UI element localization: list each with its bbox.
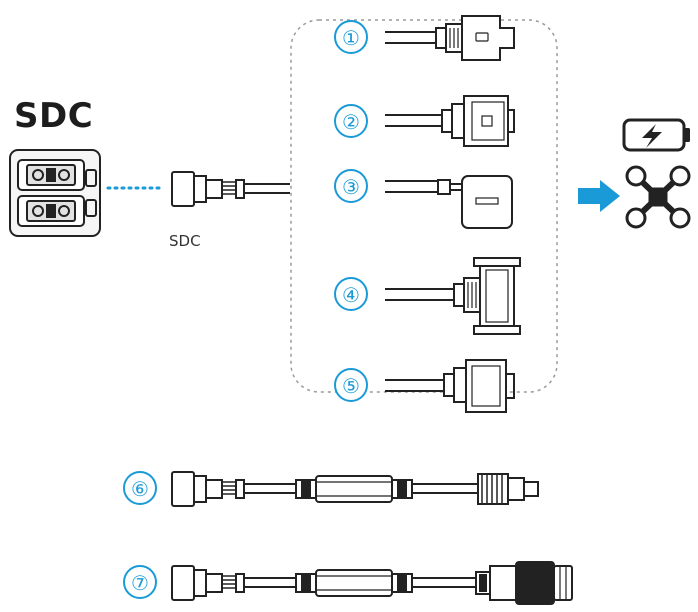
option-2-badge <box>334 104 368 138</box>
option-3-badge <box>334 169 368 203</box>
option-5-badge <box>334 368 368 402</box>
hub-title: SDC <box>14 96 94 136</box>
option-7-number: ⑦ <box>131 571 149 595</box>
cable-3-connector <box>385 175 513 229</box>
arrow-right-icon <box>578 180 620 212</box>
option-1-number: ① <box>342 26 360 50</box>
battery-charging-icon <box>622 118 690 152</box>
cable-7-assembly <box>171 561 573 605</box>
option-5-number: ⑤ <box>342 374 360 398</box>
cable-2-connector <box>385 95 515 147</box>
option-4-number: ④ <box>342 283 360 307</box>
cable-4-connector <box>385 257 521 335</box>
option-6-badge <box>123 471 157 505</box>
option-4-badge <box>334 277 368 311</box>
cable-1-connector <box>385 15 515 61</box>
sdc-connector-label: SDC <box>169 232 201 250</box>
option-7-badge <box>123 565 157 599</box>
option-2-number: ② <box>342 110 360 134</box>
drone-icon <box>625 165 691 229</box>
option-1-badge <box>334 20 368 54</box>
sdc-plug <box>171 171 290 207</box>
options-bracket <box>290 19 558 393</box>
sdc-hub <box>9 149 101 237</box>
option-3-number: ③ <box>342 175 360 199</box>
cable-6-assembly <box>171 471 539 507</box>
option-6-number: ⑥ <box>131 477 149 501</box>
cable-5-connector <box>385 359 515 413</box>
